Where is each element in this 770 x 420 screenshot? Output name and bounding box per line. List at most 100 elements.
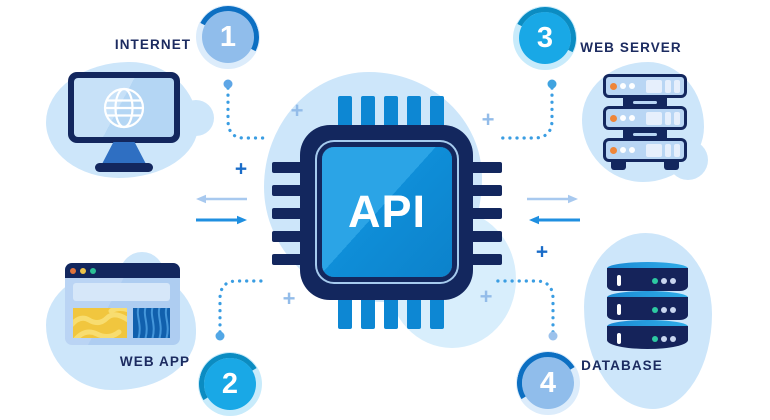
database-tier-body (607, 326, 688, 349)
step-badge-3: 3 (505, 0, 585, 78)
step-number: 1 (219, 20, 237, 53)
server-led-icon (610, 146, 617, 154)
connector-endpoint-dot (215, 331, 225, 341)
chip-pin (407, 96, 421, 128)
window-dot-green-icon (90, 267, 96, 274)
chip-pin (470, 231, 502, 242)
browser-content-panel-blue (133, 308, 170, 338)
database-slot (617, 304, 621, 315)
step-number: 2 (221, 367, 239, 400)
chip-pin (361, 297, 375, 329)
database-tier (607, 291, 688, 320)
server-unit (603, 74, 687, 98)
chip-pin (272, 231, 304, 242)
plus-icon: + (481, 107, 495, 132)
left-arrow-in-icon (196, 215, 247, 225)
step-badge-2: 2 (192, 346, 268, 420)
server-connector (623, 98, 667, 107)
server-led-icon (610, 114, 617, 122)
chip-pin (272, 162, 304, 173)
chip-pin (470, 254, 502, 265)
server-drive-slot (665, 143, 671, 157)
chip-pin (470, 185, 502, 196)
server-drive-slot (674, 79, 680, 93)
server-foot (664, 162, 679, 170)
database-slot (617, 275, 621, 286)
server-led-icon (620, 83, 626, 89)
server-led-icon (629, 83, 635, 89)
database-slot (617, 333, 621, 344)
chip-pin (430, 297, 444, 329)
chip-pin (407, 297, 421, 329)
chip-pin (338, 96, 352, 128)
server-led-icon (610, 82, 617, 90)
background-blob (178, 100, 214, 136)
left-arrow-out-icon (196, 194, 247, 204)
chip-pin (430, 96, 444, 128)
globe-icon (103, 87, 145, 128)
internet-label: INTERNET (114, 37, 192, 52)
right-arrow-out-icon (527, 194, 578, 204)
dotted-connector-3 (495, 86, 554, 140)
api-label: API (347, 186, 426, 237)
web-app-label: WEB APP (119, 354, 191, 369)
dotted-connector-2 (218, 279, 268, 334)
chip-pin (470, 162, 502, 173)
window-dot-yellow-icon (80, 267, 86, 274)
server-led-icon (620, 147, 626, 153)
server-unit (603, 106, 687, 130)
step-number: 4 (539, 366, 557, 399)
step-badge-1: 1 (188, 0, 268, 77)
badge-arc (188, 0, 268, 77)
chip-pin (384, 96, 398, 128)
server-drive-slot (665, 79, 671, 93)
database-leds (652, 336, 676, 342)
server-drive-slot (674, 111, 680, 125)
chip-pin (338, 297, 352, 329)
plus-icon: + (234, 157, 248, 181)
server-foot (611, 162, 626, 170)
database-leds (652, 278, 676, 284)
chip-pin (361, 96, 375, 128)
database-tier (607, 262, 688, 291)
server-connector (623, 130, 667, 139)
step-number: 3 (536, 21, 554, 54)
web-server-label: WEB SERVER (580, 40, 682, 55)
database-tier (607, 320, 688, 349)
plus-icon: + (535, 240, 549, 264)
chip-pin (272, 254, 304, 265)
server-drive-slot (646, 143, 662, 157)
server-led-icon (620, 115, 626, 121)
badge-arc (505, 0, 585, 78)
server-drive-slot (646, 79, 662, 93)
badge-arc (510, 345, 586, 420)
chip-pin (272, 208, 304, 219)
database-label: DATABASE (581, 358, 663, 373)
server-unit (603, 138, 687, 162)
connector-endpoint-dot (547, 79, 557, 89)
database-tier-body (607, 268, 688, 291)
chip-pin (470, 208, 502, 219)
chip-face: API (322, 147, 452, 277)
monitor-screen (74, 78, 174, 137)
window-dot-orange-icon (70, 267, 76, 274)
server-drive-slot (674, 143, 680, 157)
browser-content-panel-yellow (73, 308, 127, 338)
browser-titlebar (65, 263, 180, 278)
internet-monitor-icon (68, 72, 180, 143)
monitor-stand (102, 142, 146, 164)
step-badge-4: 4 (510, 345, 586, 420)
monitor-base (95, 163, 153, 172)
server-led-icon (629, 115, 635, 121)
server-drive-slot (646, 111, 662, 125)
server-drive-slot (665, 111, 671, 125)
plus-icon: + (282, 286, 296, 311)
plus-icon: + (290, 98, 304, 123)
web-app-browser-icon (65, 263, 180, 345)
database-tier-body (607, 297, 688, 320)
chip-pin (272, 185, 304, 196)
right-arrow-in-icon (529, 215, 580, 225)
connector-endpoint-dot (223, 79, 233, 89)
browser-address-bar (73, 283, 170, 301)
